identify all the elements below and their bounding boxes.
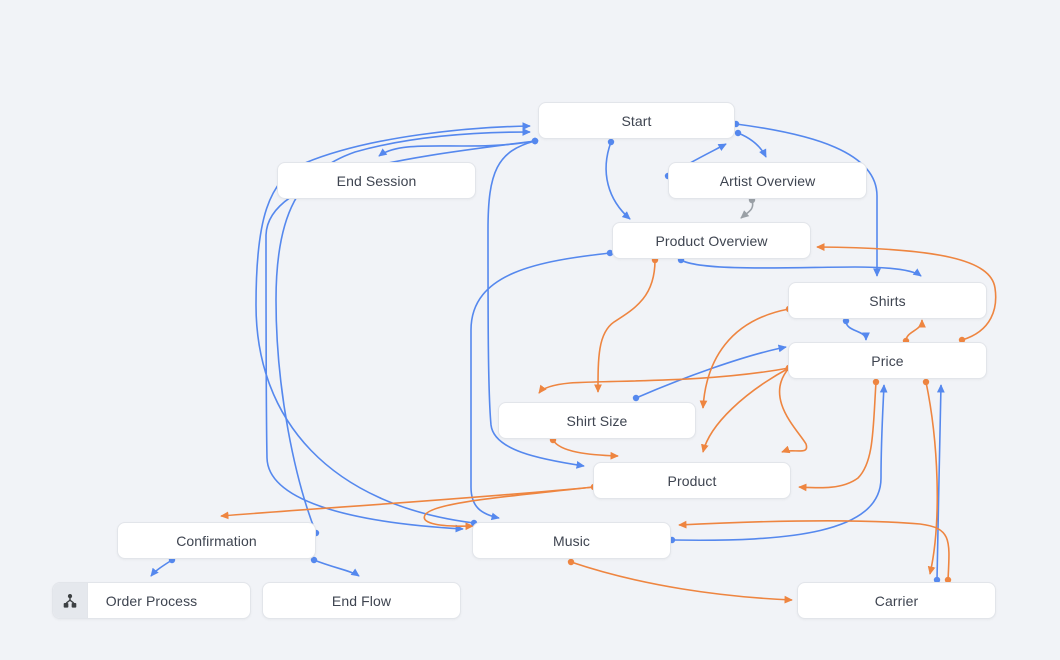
subflow-icon: [63, 593, 77, 608]
node-icon-chip: [53, 583, 88, 618]
edge-start-to-artist_overview[interactable]: [737, 132, 767, 158]
node-label: Confirmation: [176, 532, 257, 549]
edge-source-dot[interactable]: [944, 576, 952, 584]
node-label: Product: [667, 472, 717, 489]
edge-confirmation-to-end_flow[interactable]: [313, 559, 360, 577]
edge-start-to-shirts[interactable]: [735, 123, 881, 277]
edge-product-to-music[interactable]: [423, 486, 595, 531]
edge-source-dot[interactable]: [606, 249, 614, 257]
node-label: Artist Overview: [719, 172, 816, 189]
edge-shirt_size-to-product[interactable]: [552, 439, 619, 460]
edge-product_overview-to-shirt_size[interactable]: [594, 259, 656, 393]
edge-product_overview-to-music[interactable]: [470, 252, 611, 521]
edge-source-dot[interactable]: [842, 317, 850, 325]
edge-source-dot[interactable]: [734, 129, 742, 137]
edge-source-dot[interactable]: [632, 394, 640, 402]
edge-source-dot[interactable]: [872, 378, 880, 386]
node-label: End Session: [336, 172, 417, 189]
edge-shirts-to-shirt_size[interactable]: [699, 308, 790, 409]
edge-product_overview-to-shirts[interactable]: [680, 259, 922, 277]
node-label: Order Process: [105, 592, 198, 609]
edge-product-to-confirmation[interactable]: [220, 486, 595, 520]
node-label: End Flow: [331, 592, 392, 609]
edge-shirt_size-to-price[interactable]: [635, 344, 787, 399]
edge-carrier-to-music[interactable]: [678, 520, 950, 581]
node-price[interactable]: Price: [788, 342, 987, 379]
edge-music-to-carrier[interactable]: [570, 561, 793, 604]
edge-start-to-product_overview[interactable]: [605, 141, 631, 220]
node-artist_overview[interactable]: Artist Overview: [668, 162, 867, 199]
edge-shirts-to-price[interactable]: [845, 320, 870, 341]
edge-price-to-product[interactable]: [798, 381, 877, 492]
edge-source-dot[interactable]: [922, 378, 930, 386]
node-confirmation[interactable]: Confirmation: [117, 522, 316, 559]
edge-price-to-product[interactable]: [778, 367, 808, 454]
edge-price-to-product[interactable]: [701, 367, 790, 453]
edge-start-to-product[interactable]: [487, 140, 585, 469]
edge-price-to-shirts[interactable]: [905, 319, 926, 342]
node-label: Shirts: [869, 292, 906, 309]
edge-source-dot[interactable]: [531, 137, 539, 145]
edge-confirmation-to-order_process[interactable]: [150, 559, 173, 577]
node-label: Shirt Size: [566, 412, 628, 429]
node-music[interactable]: Music: [472, 522, 671, 559]
edge-source-dot[interactable]: [958, 336, 966, 344]
edge-confirmation-to-start[interactable]: [275, 128, 531, 534]
node-carrier[interactable]: Carrier: [797, 582, 996, 619]
node-label: Carrier: [874, 592, 919, 609]
edge-price-to-carrier[interactable]: [925, 381, 939, 575]
node-label: Price: [871, 352, 904, 369]
edge-source-dot[interactable]: [933, 576, 941, 584]
node-order_process[interactable]: Order Process: [52, 582, 251, 619]
node-product_overview[interactable]: Product Overview: [612, 222, 811, 259]
node-label: Product Overview: [655, 232, 768, 249]
node-shirt_size[interactable]: Shirt Size: [498, 402, 696, 439]
node-label: Music: [552, 532, 591, 549]
edge-music-to-start[interactable]: [255, 122, 531, 524]
edge-carrier-to-price[interactable]: [936, 384, 945, 581]
node-label: Start: [621, 112, 652, 129]
edge-source-dot[interactable]: [607, 138, 615, 146]
node-end_flow[interactable]: End Flow: [262, 582, 461, 619]
node-product[interactable]: Product: [593, 462, 791, 499]
edge-price-to-product_overview[interactable]: [816, 243, 997, 341]
node-end_session[interactable]: End Session: [277, 162, 476, 199]
edge-music-to-price[interactable]: [671, 384, 888, 542]
edge-start-to-music[interactable]: [265, 140, 536, 533]
edge-source-dot[interactable]: [310, 556, 318, 564]
edge-price-to-shirt_size[interactable]: [538, 367, 790, 394]
edge-source-dot[interactable]: [567, 558, 575, 566]
node-shirts[interactable]: Shirts: [788, 282, 987, 319]
node-start[interactable]: Start: [538, 102, 735, 139]
